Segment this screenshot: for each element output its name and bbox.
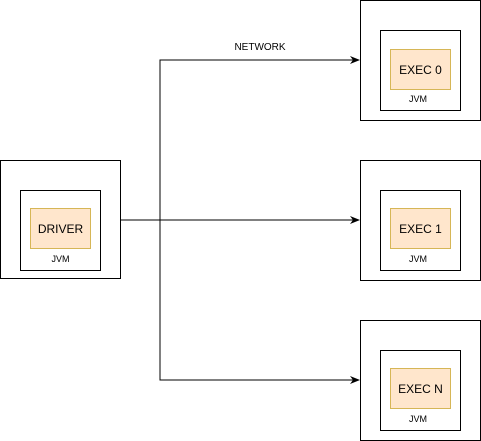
executor-n-label: EXEC N: [398, 382, 443, 396]
executor-1-process-box: [390, 208, 451, 249]
connector-to-exec-0: [120, 56, 360, 221]
executor-node-n: EXEC N JVM: [360, 320, 481, 441]
executor-1-label: EXEC 1: [399, 222, 442, 236]
executor-node-0: EXEC 0 JVM: [360, 0, 481, 121]
driver-label: DRIVER: [38, 222, 84, 236]
connector-to-exec-n: [159, 220, 360, 384]
network-label: NETWORK: [234, 42, 285, 53]
driver-process-box: [30, 208, 91, 249]
executor-node-1: EXEC 1 JVM: [360, 160, 481, 281]
executor-n-jvm-label: JVM: [409, 414, 427, 424]
driver-node: DRIVER JVM: [0, 160, 121, 279]
driver-jvm-label: JVM: [52, 254, 70, 264]
executor-0-process-box: [390, 49, 451, 90]
executor-n-process-box: [390, 368, 451, 409]
executor-0-label: EXEC 0: [399, 63, 442, 77]
executor-0-jvm-label: JVM: [409, 94, 427, 104]
network-connectors: [120, 56, 360, 384]
executor-1-jvm-label: JVM: [409, 254, 427, 264]
